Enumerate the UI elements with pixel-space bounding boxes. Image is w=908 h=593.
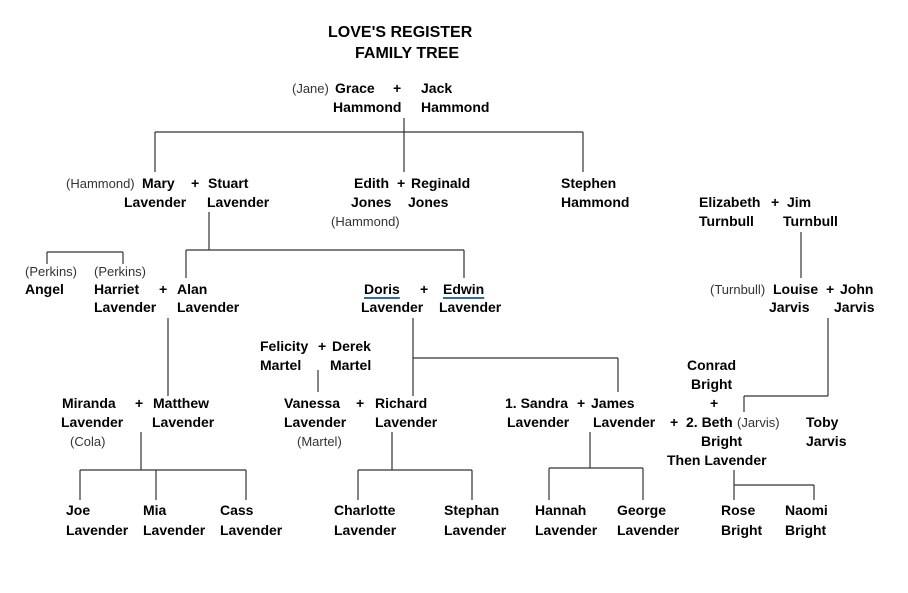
person-first-name: 1. Sandra: [505, 395, 569, 411]
person-first-name: Charlotte: [334, 502, 396, 518]
maiden-name: (Hammond): [331, 214, 400, 229]
person-surname: Jones: [351, 194, 392, 210]
person-first-name: Hannah: [535, 502, 587, 518]
person-first-name: Toby: [806, 414, 839, 430]
person-surname: Lavender: [334, 522, 397, 538]
person-surname: Bright: [701, 433, 743, 449]
person-surname: Lavender: [177, 299, 240, 315]
person-surname: Bright: [691, 376, 733, 392]
person-surname: Hammond: [561, 194, 630, 210]
person-surname: Lavender: [361, 299, 424, 315]
later-surname: Then Lavender: [667, 452, 767, 468]
marriage-plus: +: [420, 281, 429, 297]
person-surname: Lavender: [507, 414, 570, 430]
person-surname: Lavender: [66, 522, 129, 538]
person-surname: Hammond: [421, 99, 490, 115]
person-first-name: Angel: [25, 281, 64, 297]
marriage-plus: +: [577, 395, 586, 411]
person-surname: Bright: [785, 522, 827, 538]
person-surname: Lavender: [617, 522, 680, 538]
marriage-plus: +: [397, 175, 406, 191]
person-surname: Lavender: [143, 522, 206, 538]
person-first-name: Stephen: [561, 175, 617, 191]
marriage-plus: +: [670, 414, 679, 430]
person-first-name: Cass: [220, 502, 254, 518]
person-surname: Lavender: [439, 299, 502, 315]
person-surname: Lavender: [444, 522, 507, 538]
person-first-name: Harriet: [94, 281, 140, 297]
person-first-name: Grace: [335, 80, 375, 96]
maiden-name: (Jane): [292, 81, 329, 96]
maiden-name: (Turnbull): [710, 282, 766, 297]
person-first-name: Edwin: [443, 281, 485, 297]
marriage-plus: +: [356, 395, 365, 411]
person-surname: Lavender: [152, 414, 215, 430]
person-surname: Martel: [330, 357, 372, 373]
person-first-name: Matthew: [153, 395, 209, 411]
person-first-name: John: [840, 281, 874, 297]
person-first-name: Elizabeth: [699, 194, 761, 210]
person-first-name: Vanessa: [284, 395, 341, 411]
person-surname: Jarvis: [769, 299, 810, 315]
person-surname: Lavender: [535, 522, 598, 538]
person-surname: Lavender: [375, 414, 438, 430]
marriage-plus: +: [393, 80, 402, 96]
person-surname: Lavender: [220, 522, 283, 538]
person-surname: Lavender: [207, 194, 270, 210]
person-surname: Lavender: [61, 414, 124, 430]
person-first-name: Jack: [421, 80, 453, 96]
person-surname: Turnbull: [699, 213, 754, 229]
person-surname: Hammond: [333, 99, 402, 115]
maiden-name: (Martel): [297, 434, 342, 449]
marriage-plus: +: [771, 194, 780, 210]
person-first-name: Louise: [773, 281, 819, 297]
person-surname: Lavender: [124, 194, 187, 210]
marriage-plus: +: [826, 281, 835, 297]
person-first-name: Naomi: [785, 502, 828, 518]
person-first-name: George: [617, 502, 667, 518]
marriage-plus: +: [159, 281, 168, 297]
person-first-name: Derek: [332, 338, 371, 354]
person-first-name: Miranda: [62, 395, 116, 411]
person-surname: Jarvis: [806, 433, 847, 449]
marriage-plus: +: [710, 395, 719, 411]
person-first-name: Richard: [375, 395, 428, 411]
person-surname: Jones: [408, 194, 449, 210]
maiden-name: (Perkins): [94, 264, 147, 279]
page-title: LOVE'S REGISTER: [328, 24, 473, 41]
person-first-name: Felicity: [260, 338, 309, 354]
person-first-name: James: [591, 395, 635, 411]
person-first-name: Mia: [143, 502, 167, 518]
marriage-plus: +: [318, 338, 327, 354]
person-surname: Lavender: [593, 414, 656, 430]
person-first-name: Stuart: [208, 175, 249, 191]
person-first-name: Conrad: [687, 357, 736, 373]
person-first-name: Doris: [364, 281, 400, 297]
maiden-name: (Perkins): [25, 264, 78, 279]
person-first-name: Alan: [177, 281, 208, 297]
person-first-name: 2. Beth: [686, 414, 733, 430]
person-first-name: Reginald: [411, 175, 471, 191]
marriage-plus: +: [135, 395, 144, 411]
person-first-name: Edith: [354, 175, 389, 191]
person-surname: Lavender: [94, 299, 157, 315]
marriage-plus: +: [191, 175, 200, 191]
person-first-name: Stephan: [444, 502, 500, 518]
person-first-name: Rose: [721, 502, 756, 518]
person-surname: Bright: [721, 522, 763, 538]
person-surname: Lavender: [284, 414, 347, 430]
person-surname: Turnbull: [783, 213, 838, 229]
person-surname: Martel: [260, 357, 302, 373]
person-first-name: Jim: [787, 194, 812, 210]
person-first-name: Mary: [142, 175, 175, 191]
maiden-name: (Cola): [70, 434, 106, 449]
person-surname: Jarvis: [834, 299, 875, 315]
person-first-name: Joe: [66, 502, 91, 518]
maiden-name: (Hammond): [66, 176, 135, 191]
page-subtitle: FAMILY TREE: [355, 45, 460, 62]
maiden-name: (Jarvis): [737, 415, 780, 430]
